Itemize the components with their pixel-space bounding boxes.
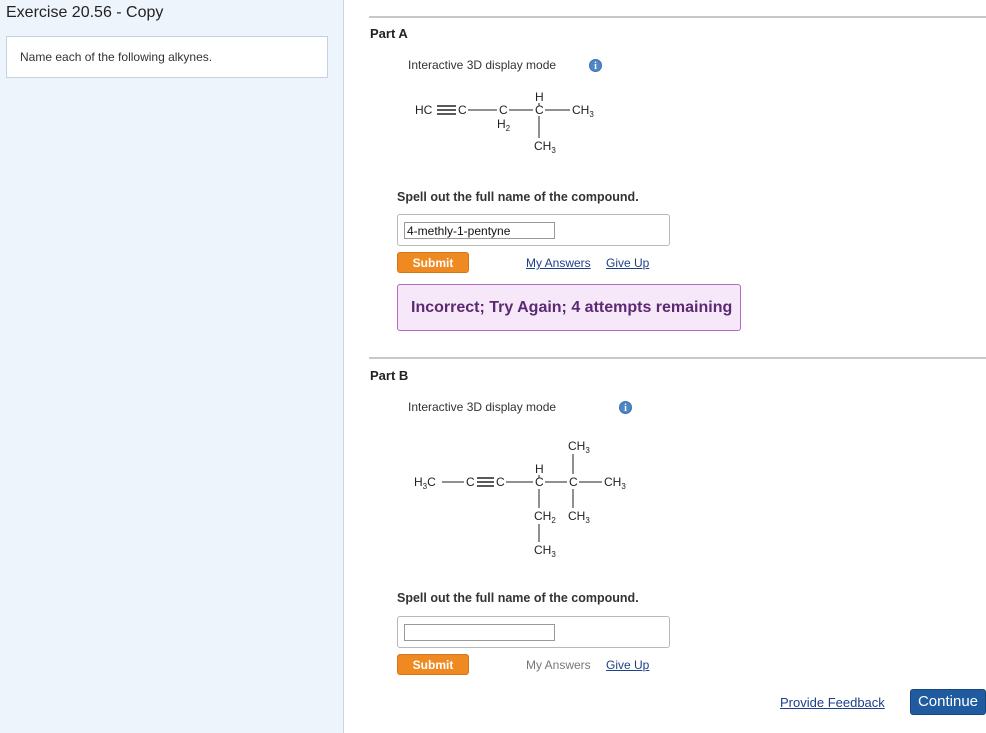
- part-b-structure: H3C C C H C C CH3 CH3 CH3 CH2 CH3: [414, 439, 626, 559]
- continue-button[interactable]: Continue: [910, 689, 986, 715]
- atom-h: H: [535, 462, 544, 476]
- atom-h2: H2: [497, 117, 511, 133]
- atom-ch3-bottom: CH3: [534, 543, 556, 559]
- provide-feedback-link[interactable]: Provide Feedback: [780, 695, 885, 710]
- part-b-answer-input[interactable]: [404, 624, 555, 641]
- part-a-answer-input[interactable]: [404, 222, 555, 239]
- atom-ch3-top: CH3: [568, 439, 590, 455]
- atom-c4: C: [569, 475, 578, 489]
- part-a-give-up-link[interactable]: Give Up: [606, 256, 650, 270]
- part-a-answer-box: [397, 214, 670, 246]
- info-icon[interactable]: i: [589, 59, 602, 72]
- part-b-question: Spell out the full name of the compound.: [397, 591, 639, 605]
- atom-ch2: CH2: [534, 509, 556, 525]
- atom-c2: C: [496, 475, 505, 489]
- part-a-my-answers-link[interactable]: My Answers: [526, 256, 591, 270]
- left-panel: Exercise 20.56 - Copy Name each of the f…: [0, 0, 344, 733]
- atom-ch3-bottom: CH3: [534, 139, 556, 155]
- part-a-feedback-text: Incorrect; Try Again; 4 attempts remaini…: [411, 299, 733, 316]
- part-b-give-up-link[interactable]: Give Up: [606, 658, 650, 672]
- exercise-prompt: Name each of the following alkynes.: [20, 50, 213, 64]
- part-a-divider: [369, 16, 986, 18]
- part-a-title: Part A: [370, 26, 408, 41]
- part-a-submit-button[interactable]: Submit: [397, 252, 469, 273]
- part-a-3d-mode-label: Interactive 3D display mode: [408, 58, 557, 72]
- atom-h3c: H3C: [414, 475, 436, 491]
- info-icon[interactable]: i: [619, 401, 632, 414]
- part-b-divider: [369, 357, 986, 359]
- part-a-feedback: Incorrect; Try Again; 4 attempts remaini…: [397, 284, 741, 331]
- atom-ch3-right: CH3: [604, 475, 626, 491]
- atom-ch3-right: CH3: [572, 103, 594, 119]
- part-b-answer-box: [397, 616, 670, 648]
- exercise-prompt-box: Name each of the following alkynes.: [6, 36, 328, 78]
- part-b-3d-mode-label: Interactive 3D display mode: [408, 400, 557, 414]
- atom-c2: C: [499, 103, 508, 117]
- exercise-title: Exercise 20.56 - Copy: [6, 4, 164, 21]
- atom-c1: C: [458, 103, 467, 117]
- part-b-submit-button[interactable]: Submit: [397, 654, 469, 675]
- atom-hc: HC: [415, 103, 433, 117]
- part-b-title: Part B: [370, 368, 409, 383]
- part-b-my-answers-link: My Answers: [526, 658, 591, 672]
- part-a-structure: HC C C H2 H C CH3 CH3: [415, 90, 594, 155]
- atom-c3: C: [535, 475, 544, 489]
- atom-ch3-mid: CH3: [568, 509, 590, 525]
- atom-h: H: [535, 90, 544, 104]
- atom-c3: C: [535, 103, 544, 117]
- part-a-question: Spell out the full name of the compound.: [397, 190, 639, 204]
- atom-c1: C: [466, 475, 475, 489]
